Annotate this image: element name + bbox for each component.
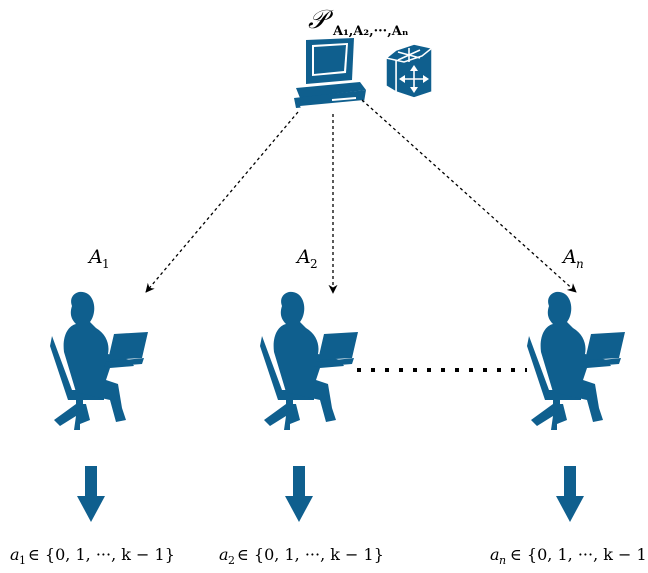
down-arrow-icon: [556, 466, 584, 522]
svg-text:a: a: [10, 545, 20, 564]
svg-text:2: 2: [228, 554, 235, 567]
output-label-3: a n ∈ {0, 1, ···, k − 1}: [490, 545, 648, 567]
svg-text:A: A: [295, 246, 311, 268]
router-icon: [384, 43, 434, 99]
svg-text:1: 1: [19, 554, 26, 567]
provider-title: 𝒫 A₁,A₂,···,Aₙ: [308, 5, 409, 39]
connection-lines: [145, 99, 577, 294]
person-laptop-icon: [527, 291, 625, 430]
provider-subscript: A₁,A₂,···,Aₙ: [332, 24, 409, 39]
svg-text:a: a: [490, 545, 500, 564]
svg-text:A: A: [561, 246, 577, 268]
player-label-2: A 2: [295, 246, 318, 271]
svg-text:A: A: [87, 246, 103, 268]
svg-text:∈ {0, 1, ···, k − 1}: ∈ {0, 1, ···, k − 1}: [28, 545, 175, 564]
person-laptop-icon: [260, 291, 358, 430]
connection-line-1: [145, 111, 299, 293]
svg-text:n: n: [576, 257, 584, 271]
svg-text:2: 2: [310, 257, 318, 271]
output-label-1: a 1 ∈ {0, 1, ···, k − 1}: [10, 545, 175, 567]
svg-text:∈ {0, 1, ···, k − 1}: ∈ {0, 1, ···, k − 1}: [237, 545, 384, 564]
svg-text:n: n: [499, 554, 506, 567]
svg-text:a: a: [219, 545, 229, 564]
output-label-2: a 2 ∈ {0, 1, ···, k − 1}: [219, 545, 384, 567]
down-arrow-icon: [285, 466, 313, 522]
svg-text:1: 1: [102, 257, 110, 271]
computer-icon: [294, 38, 366, 110]
person-laptop-icon: [50, 291, 148, 430]
connection-line-3: [361, 99, 577, 293]
player-label-3: A n: [561, 246, 584, 271]
down-arrow-icon: [77, 466, 105, 522]
player-label-1: A 1: [87, 246, 110, 271]
svg-text:∈ {0, 1, ···, k − 1}: ∈ {0, 1, ···, k − 1}: [510, 545, 648, 564]
provider-symbol: 𝒫: [308, 5, 334, 35]
